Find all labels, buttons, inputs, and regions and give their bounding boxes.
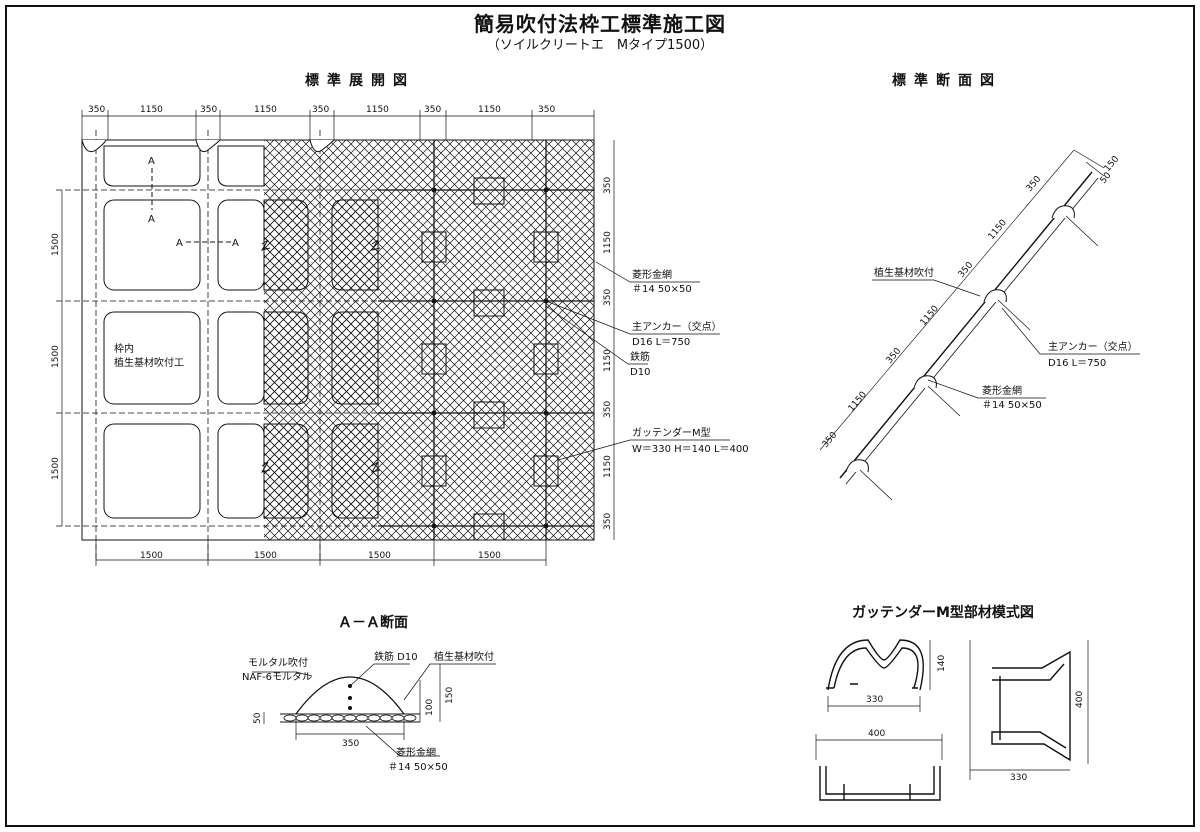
page-subtitle: （ソイルクリートエ Mタイプ1500） bbox=[486, 38, 714, 53]
gutter-schematic-view bbox=[819, 639, 1071, 801]
section-mark-a2: A bbox=[148, 214, 155, 225]
cs-dim-1: 1150 bbox=[847, 390, 870, 414]
section-aa: Ａ－Ａ断面 bbox=[338, 615, 408, 631]
top-dim-7: 1150 bbox=[478, 105, 501, 115]
section-mark-a1: A bbox=[148, 156, 155, 167]
dev-rebar-title: 鉄筋 bbox=[630, 350, 650, 363]
aa-rebar: 鉄筋 D10 bbox=[374, 650, 418, 663]
dev-mesh-spec: ＃14 50×50 bbox=[632, 283, 692, 295]
aa-dim-width: 350 bbox=[342, 739, 359, 749]
cross-section-view bbox=[819, 149, 1140, 501]
cs-anchor-title: 主アンカー（交点） bbox=[1048, 340, 1138, 353]
gutter-side-width: 330 bbox=[1010, 773, 1027, 783]
cs-dim-5: 1150 bbox=[987, 218, 1010, 242]
aa-dim-50: 50 bbox=[253, 712, 263, 724]
dev-mesh-title: 菱形金網 bbox=[632, 268, 672, 281]
bottom-dim-1: 1500 bbox=[254, 551, 277, 561]
top-dim-0: 350 bbox=[88, 105, 105, 115]
cs-mesh-spec: ＃14 50×50 bbox=[982, 399, 1042, 411]
top-dim-5: 1150 bbox=[366, 105, 389, 115]
right-dim-4: 350 bbox=[603, 401, 613, 418]
right-dim-0: 350 bbox=[603, 177, 613, 194]
sheet-border bbox=[5, 5, 1195, 827]
right-dim-5: 1150 bbox=[603, 455, 613, 478]
left-dim-2: 1500 bbox=[51, 457, 61, 480]
gutter-side-height: 400 bbox=[1075, 691, 1085, 708]
top-dim-6: 350 bbox=[424, 105, 441, 115]
top-dim-1: 1150 bbox=[140, 105, 163, 115]
aa-mesh-spec: ＃14 50×50 bbox=[388, 761, 448, 773]
cs-dim-6: 350 bbox=[1025, 174, 1044, 194]
left-dim-1: 1500 bbox=[51, 345, 61, 368]
right-dim-3: 1150 bbox=[603, 349, 613, 372]
section-development: 標準展開図 bbox=[305, 73, 415, 89]
right-dim-1: 1150 bbox=[603, 231, 613, 254]
top-dim-8: 350 bbox=[538, 105, 555, 115]
left-dim-0: 1500 bbox=[51, 233, 61, 256]
right-dim-2: 350 bbox=[603, 289, 613, 306]
aa-mortar-spec: NAF-6モルタル bbox=[242, 671, 312, 683]
page-title: 簡易吹付法枠工標準施工図 bbox=[474, 12, 726, 36]
bottom-dim-3: 1500 bbox=[478, 551, 501, 561]
cs-anchor-spec: D16 L＝750 bbox=[1048, 358, 1106, 369]
aa-dim-150: 150 bbox=[445, 687, 455, 704]
inner-label-2: 植生基材吹付工 bbox=[114, 356, 184, 369]
cs-mesh-title: 菱形金網 bbox=[982, 384, 1022, 397]
cs-top-dim-1: 50 bbox=[1099, 171, 1114, 186]
aa-mesh-title: 菱形金網 bbox=[396, 746, 436, 759]
dev-anchor-title: 主アンカー（交点） bbox=[632, 320, 722, 333]
dev-rebar-spec: D10 bbox=[630, 367, 650, 378]
dev-gutter-title: ガッテンダーM型 bbox=[632, 426, 711, 439]
aa-dim-100: 100 bbox=[425, 699, 435, 716]
top-dim-3: 1150 bbox=[254, 105, 277, 115]
aa-mortar-title: モルタル吹付 bbox=[248, 656, 308, 669]
right-dim-6: 350 bbox=[603, 513, 613, 530]
section-mark-a4: A bbox=[232, 238, 239, 249]
gutter-length: 400 bbox=[868, 729, 885, 739]
section-gutter: ガッテンダーM型部材模式図 bbox=[852, 605, 1034, 621]
bottom-dim-0: 1500 bbox=[140, 551, 163, 561]
development-view bbox=[56, 130, 595, 560]
top-dim-4: 350 bbox=[312, 105, 329, 115]
dev-gutter-spec: W＝330 H＝140 L＝400 bbox=[632, 444, 749, 455]
dev-anchor-spec: D16 L＝750 bbox=[632, 337, 690, 348]
cs-vegetation: 植生基材吹付 bbox=[874, 266, 934, 279]
aa-vegetation: 植生基材吹付 bbox=[434, 650, 494, 663]
section-mark-a3: A bbox=[176, 238, 183, 249]
bottom-dim-2: 1500 bbox=[368, 551, 391, 561]
cs-dim-0: 350 bbox=[821, 430, 840, 450]
section-cross: 標準断面図 bbox=[892, 73, 1002, 89]
aa-section-view bbox=[252, 663, 496, 757]
cs-dim-2: 350 bbox=[885, 346, 904, 366]
inner-label-1: 枠内 bbox=[114, 342, 134, 355]
gutter-height: 140 bbox=[937, 655, 947, 672]
gutter-width: 330 bbox=[866, 695, 883, 705]
cs-dim-3: 1150 bbox=[919, 304, 942, 328]
top-dim-2: 350 bbox=[200, 105, 217, 115]
